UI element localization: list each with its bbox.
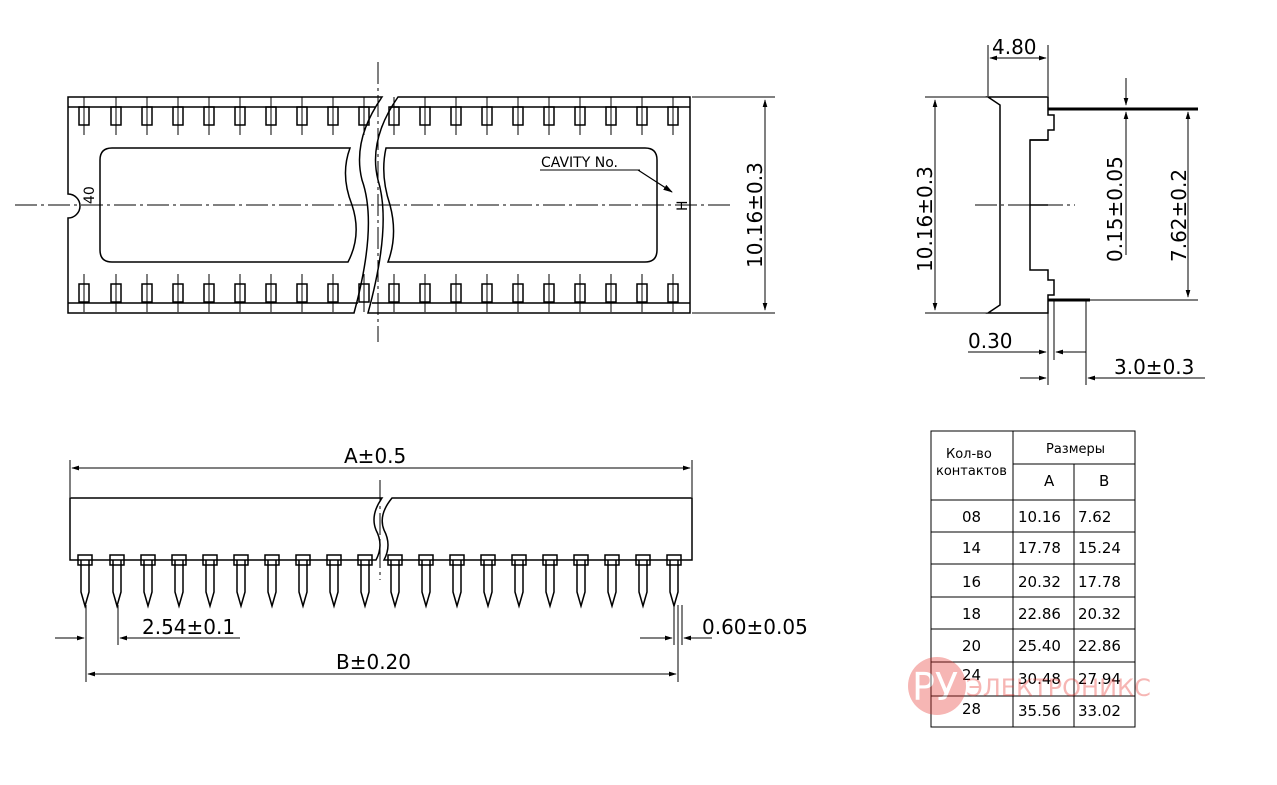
- socket-body-right: [367, 96, 691, 314]
- pin-lead: [638, 560, 648, 609]
- pin-lead: [514, 560, 524, 609]
- front-body-right: [381, 497, 693, 561]
- table-cell-a: 17.78: [1018, 539, 1061, 557]
- pitch-dim: 2.54±0.1: [142, 615, 235, 639]
- pin-shoulder: [264, 554, 280, 566]
- cavity-label: CAVITY No.: [541, 155, 618, 171]
- table-cell-a: 25.40: [1018, 637, 1061, 655]
- table-cell-a: 20.32: [1018, 573, 1061, 591]
- table-cell-b: 33.02: [1078, 702, 1121, 720]
- pin-lead: [390, 560, 400, 609]
- pin-shoulder: [140, 554, 156, 566]
- table-col-b: B: [1099, 472, 1109, 490]
- pin-dia-dim: 0.60±0.05: [702, 615, 808, 639]
- pin-lead: [205, 560, 215, 609]
- top-view: [15, 62, 775, 342]
- table-cell-b: 15.24: [1078, 539, 1121, 557]
- row-spacing-dim: 7.62±0.2: [1167, 169, 1191, 262]
- pin-lead: [421, 560, 431, 609]
- pin-lead: [669, 560, 679, 609]
- pin-lead: [298, 560, 308, 609]
- table-cell-b: 22.86: [1078, 637, 1121, 655]
- pin-shoulder: [233, 554, 249, 566]
- pin-lead: [143, 560, 153, 609]
- length-b-dim: B±0.20: [336, 650, 411, 674]
- pin-shoulder: [77, 554, 93, 566]
- watermark-text: ЭЛЕКТРОНИКС: [966, 674, 1151, 702]
- cavity-marker: H: [675, 200, 691, 211]
- pin-shoulder: [109, 554, 125, 566]
- pin-shoulder: [418, 554, 434, 566]
- pin-count-label: 40: [82, 186, 98, 204]
- pin-lead: [329, 560, 339, 609]
- pin-length-dim: 3.0±0.3: [1114, 355, 1194, 379]
- front-pin-row: [77, 554, 682, 609]
- table-cell-b: 20.32: [1078, 605, 1121, 623]
- watermark-logo: РУ: [912, 665, 958, 709]
- table-header-count-2: контактов: [936, 464, 1007, 479]
- table-cell-a: 22.86: [1018, 605, 1061, 623]
- pin-lead: [267, 560, 277, 609]
- pin-shoulder: [202, 554, 218, 566]
- table-body: 08 10.16 7.62 14 17.78 15.24 16 20.32 17.78 18 22.…: [962, 508, 1121, 720]
- pin-shoulder: [604, 554, 620, 566]
- pin-shoulder: [511, 554, 527, 566]
- pin-lead: [174, 560, 184, 609]
- dimension-table: [930, 430, 1136, 728]
- table-header-sizes: Размеры: [1046, 442, 1105, 457]
- pin-lead: [483, 560, 493, 609]
- watermark-logo-circle: [908, 657, 966, 715]
- table-cell-a: 10.16: [1018, 508, 1061, 526]
- pin-lead: [545, 560, 555, 609]
- pin-shoulder: [387, 554, 403, 566]
- front-body-left: [69, 497, 384, 561]
- side-width-dim: 4.80: [992, 35, 1037, 59]
- table-cell-b: 7.62: [1078, 508, 1111, 526]
- pin-lead: [236, 560, 246, 609]
- socket-body-left: [67, 96, 384, 314]
- table-cell-count: 20: [962, 637, 981, 655]
- top-pin-row-lower: [78, 274, 679, 312]
- top-height-dim: 10.16±0.3: [743, 162, 767, 268]
- table-cell-a: 30.48: [1018, 670, 1061, 688]
- pin-shoulder: [666, 554, 682, 566]
- table-header-count: Кол-во: [946, 447, 992, 462]
- pin-shoulder: [295, 554, 311, 566]
- pin-shoulder: [635, 554, 651, 566]
- pin-shoulder: [357, 554, 373, 566]
- pin-lead: [360, 560, 370, 609]
- length-a-dim: A±0.5: [344, 444, 406, 468]
- pin-width-dim: 0.30: [968, 329, 1013, 353]
- pin-lead: [452, 560, 462, 609]
- table-cell-count: 14: [962, 539, 981, 557]
- watermark: РУ ЭЛЕКТРОНИКС: [908, 657, 1151, 715]
- pin-shoulder: [542, 554, 558, 566]
- pin-shoulder: [480, 554, 496, 566]
- table-cell-count: 16: [962, 573, 981, 591]
- pin-shoulder: [449, 554, 465, 566]
- pin-shoulder: [573, 554, 589, 566]
- side-height-dim: 10.16±0.3: [913, 166, 937, 272]
- pin-lead: [576, 560, 586, 609]
- side-view: [925, 45, 1205, 385]
- table-cell-count: 24: [962, 666, 981, 684]
- table-cell-b: 27.94: [1078, 670, 1121, 688]
- table-cell-count: 28: [962, 700, 981, 718]
- pin-shoulder: [326, 554, 342, 566]
- front-view: [55, 460, 712, 682]
- table-cell-b: 17.78: [1078, 573, 1121, 591]
- side-profile: [985, 96, 1055, 314]
- table-cell-count: 08: [962, 508, 981, 526]
- pin-lead: [80, 560, 90, 609]
- pin-shoulder: [171, 554, 187, 566]
- cavity-window: [99, 147, 357, 263]
- lead-thickness-dim: 0.15±0.05: [1103, 156, 1127, 262]
- table-cell-count: 18: [962, 605, 981, 623]
- table-cell-a: 35.56: [1018, 702, 1061, 720]
- pin-lead: [607, 560, 617, 609]
- table-col-a: A: [1044, 472, 1055, 490]
- top-pin-row-upper: [78, 97, 679, 135]
- pin-lead: [112, 560, 122, 609]
